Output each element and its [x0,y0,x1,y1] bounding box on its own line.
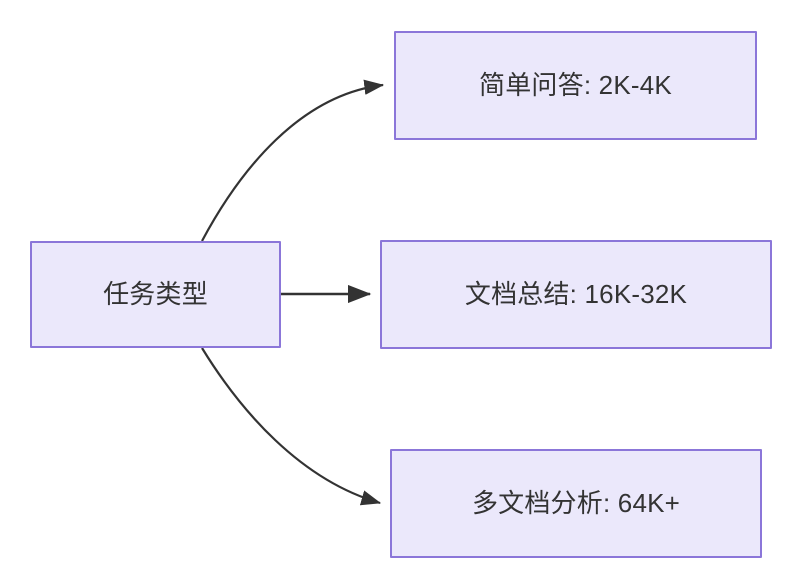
node-task-type[interactable]: 任务类型 [30,241,281,348]
node-simple-qa[interactable]: 简单问答: 2K-4K [394,31,757,140]
node-multi-doc-label: 多文档分析: 64K+ [471,487,681,518]
node-multi-doc[interactable]: 多文档分析: 64K+ [390,449,762,558]
node-doc-summary[interactable]: 文档总结: 16K-32K [380,240,772,349]
edge-to-simple-qa [201,79,385,242]
edge-to-multi-doc [201,347,382,506]
node-task-type-label: 任务类型 [103,278,208,309]
node-simple-qa-label: 简单问答: 2K-4K [479,69,672,100]
node-doc-summary-label: 文档总结: 16K-32K [464,278,688,309]
